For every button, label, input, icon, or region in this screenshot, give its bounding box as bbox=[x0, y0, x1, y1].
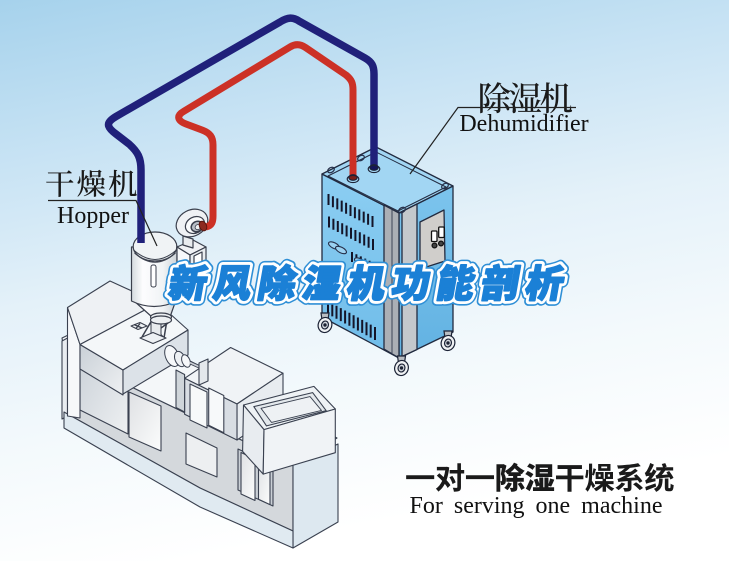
svg-text:Dehumidifier: Dehumidifier bbox=[459, 111, 588, 137]
svg-text:Hopper: Hopper bbox=[57, 203, 129, 229]
svg-text:For serving one machine: For serving one machine bbox=[410, 493, 663, 519]
